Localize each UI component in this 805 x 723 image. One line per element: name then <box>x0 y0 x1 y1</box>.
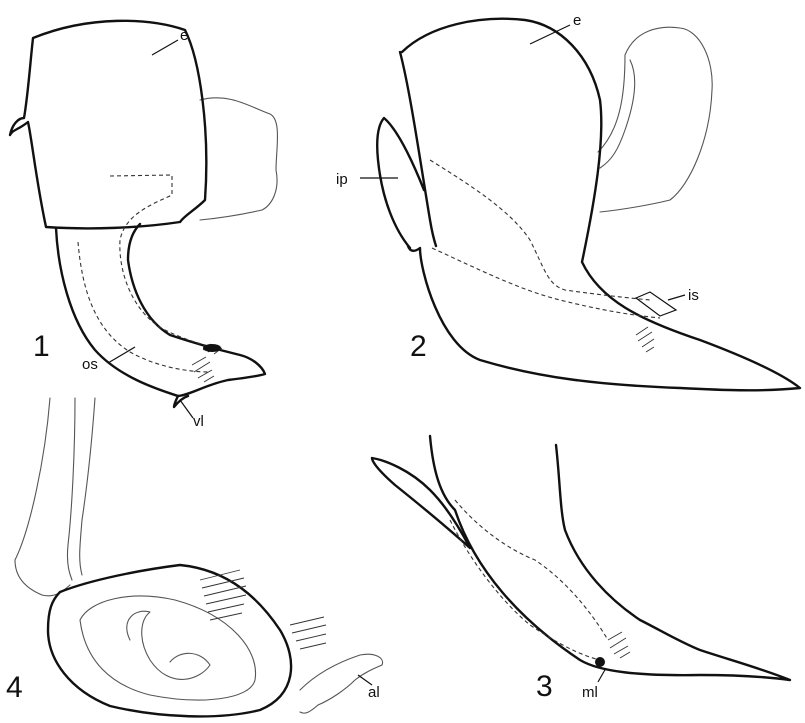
fig1-label-e: e <box>180 27 188 44</box>
fig2-membrane-inner <box>600 60 635 168</box>
fig3-number: 3 <box>536 670 553 703</box>
fig1-os-leader <box>108 347 135 363</box>
fig1-membrane <box>200 98 278 220</box>
fig1-main-block <box>10 21 206 229</box>
fig4-stalk-3 <box>80 398 95 575</box>
fig3-label-ml: ml <box>582 684 598 701</box>
fig3-dash <box>455 500 608 640</box>
figure-3: ml 3 <box>372 436 790 703</box>
fig1-label-vl: vl <box>193 413 204 430</box>
fig3-process <box>372 458 470 548</box>
fig2-label-ip: ip <box>336 171 348 188</box>
fig4-label-al: al <box>368 684 380 701</box>
fig4-coil <box>127 611 210 679</box>
fig4-number: 4 <box>6 671 23 704</box>
fig2-is-box <box>636 292 676 316</box>
fig1-vl-leader <box>180 400 193 418</box>
fig2-sclerite-hatch <box>636 327 654 352</box>
fig2-membrane <box>598 27 712 212</box>
fig2-duct <box>430 160 650 300</box>
fig2-label-is: is <box>688 287 699 304</box>
fig1-label-os: os <box>82 356 98 373</box>
figure-1: e os vl 1 <box>10 21 278 430</box>
fig1-sclerite-hatch <box>192 344 222 382</box>
fig2-label-e: e <box>573 12 581 29</box>
fig3-dash-2 <box>450 520 600 660</box>
figure-2: e ip is 2 <box>336 12 800 390</box>
fig2-main-outline <box>402 19 800 391</box>
fig4-stalk <box>15 398 70 596</box>
fig1-e-leader <box>152 40 178 55</box>
fig3-ml-leader <box>598 668 606 682</box>
fig4-inner-body <box>80 596 256 700</box>
fig2-is-leader <box>668 295 685 300</box>
fig1-duct <box>110 175 215 348</box>
fig4-stalk-2 <box>67 398 75 580</box>
figure-4: al 4 <box>6 398 383 716</box>
fig2-number: 2 <box>410 330 427 363</box>
fig3-sclerite-hatch <box>595 632 630 667</box>
fig1-number: 1 <box>33 330 50 363</box>
fig3-main-outline <box>430 436 790 680</box>
